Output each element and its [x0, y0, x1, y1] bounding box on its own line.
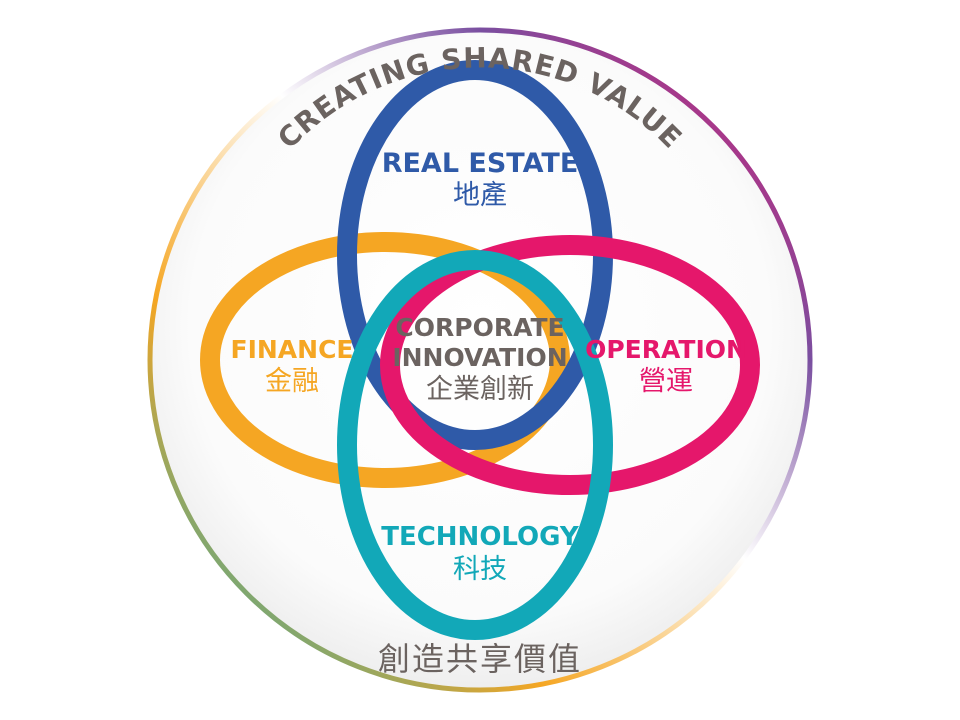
center-label-line2: INNOVATION	[392, 343, 567, 372]
technology-label-cn: 科技	[453, 554, 507, 585]
technology-loop	[337, 250, 613, 640]
finance-loop	[200, 232, 570, 488]
operation-label-cn: 營運	[639, 366, 693, 397]
outer-disc	[147, 27, 813, 693]
center-label-line1: CORPORATE	[395, 313, 564, 342]
real-estate-label-cn: 地產	[453, 180, 507, 211]
center-label-cn: 企業創新	[426, 374, 534, 405]
operation-loop	[380, 235, 760, 495]
technology-label: TECHNOLOGY	[381, 522, 580, 552]
real-estate-label: REAL ESTATE	[382, 148, 579, 179]
finance-label-cn: 金融	[265, 366, 319, 397]
operation-label: OPERATION	[585, 335, 747, 364]
finance-label: FINANCE	[231, 335, 354, 364]
outer-subtitle-cn: 創造共享價值	[378, 640, 582, 678]
